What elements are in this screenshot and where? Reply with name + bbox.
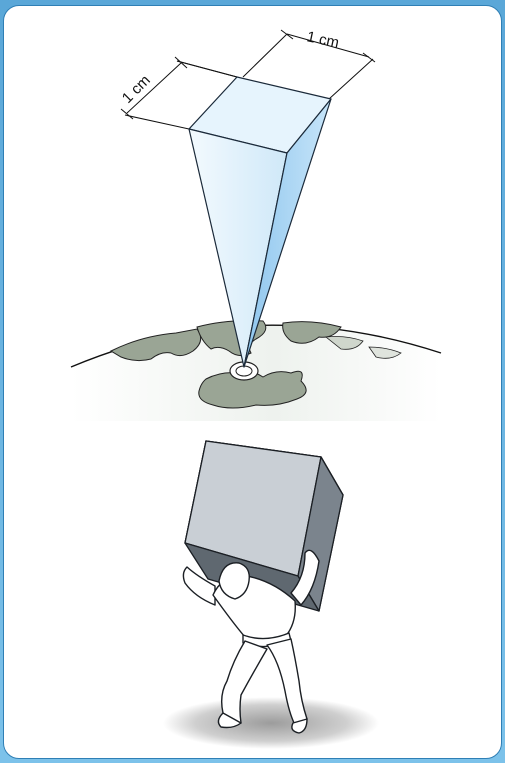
side-edge-dimension-label: 1 cm (119, 72, 154, 107)
illustration-panel: 1 cm 1 cm (3, 5, 502, 759)
illustration-canvas: 1 cm 1 cm (4, 6, 502, 759)
ground-shadow (163, 697, 379, 749)
top-edge-dimension-label: 1 cm (305, 28, 340, 51)
earth-surface-icon (71, 321, 441, 421)
